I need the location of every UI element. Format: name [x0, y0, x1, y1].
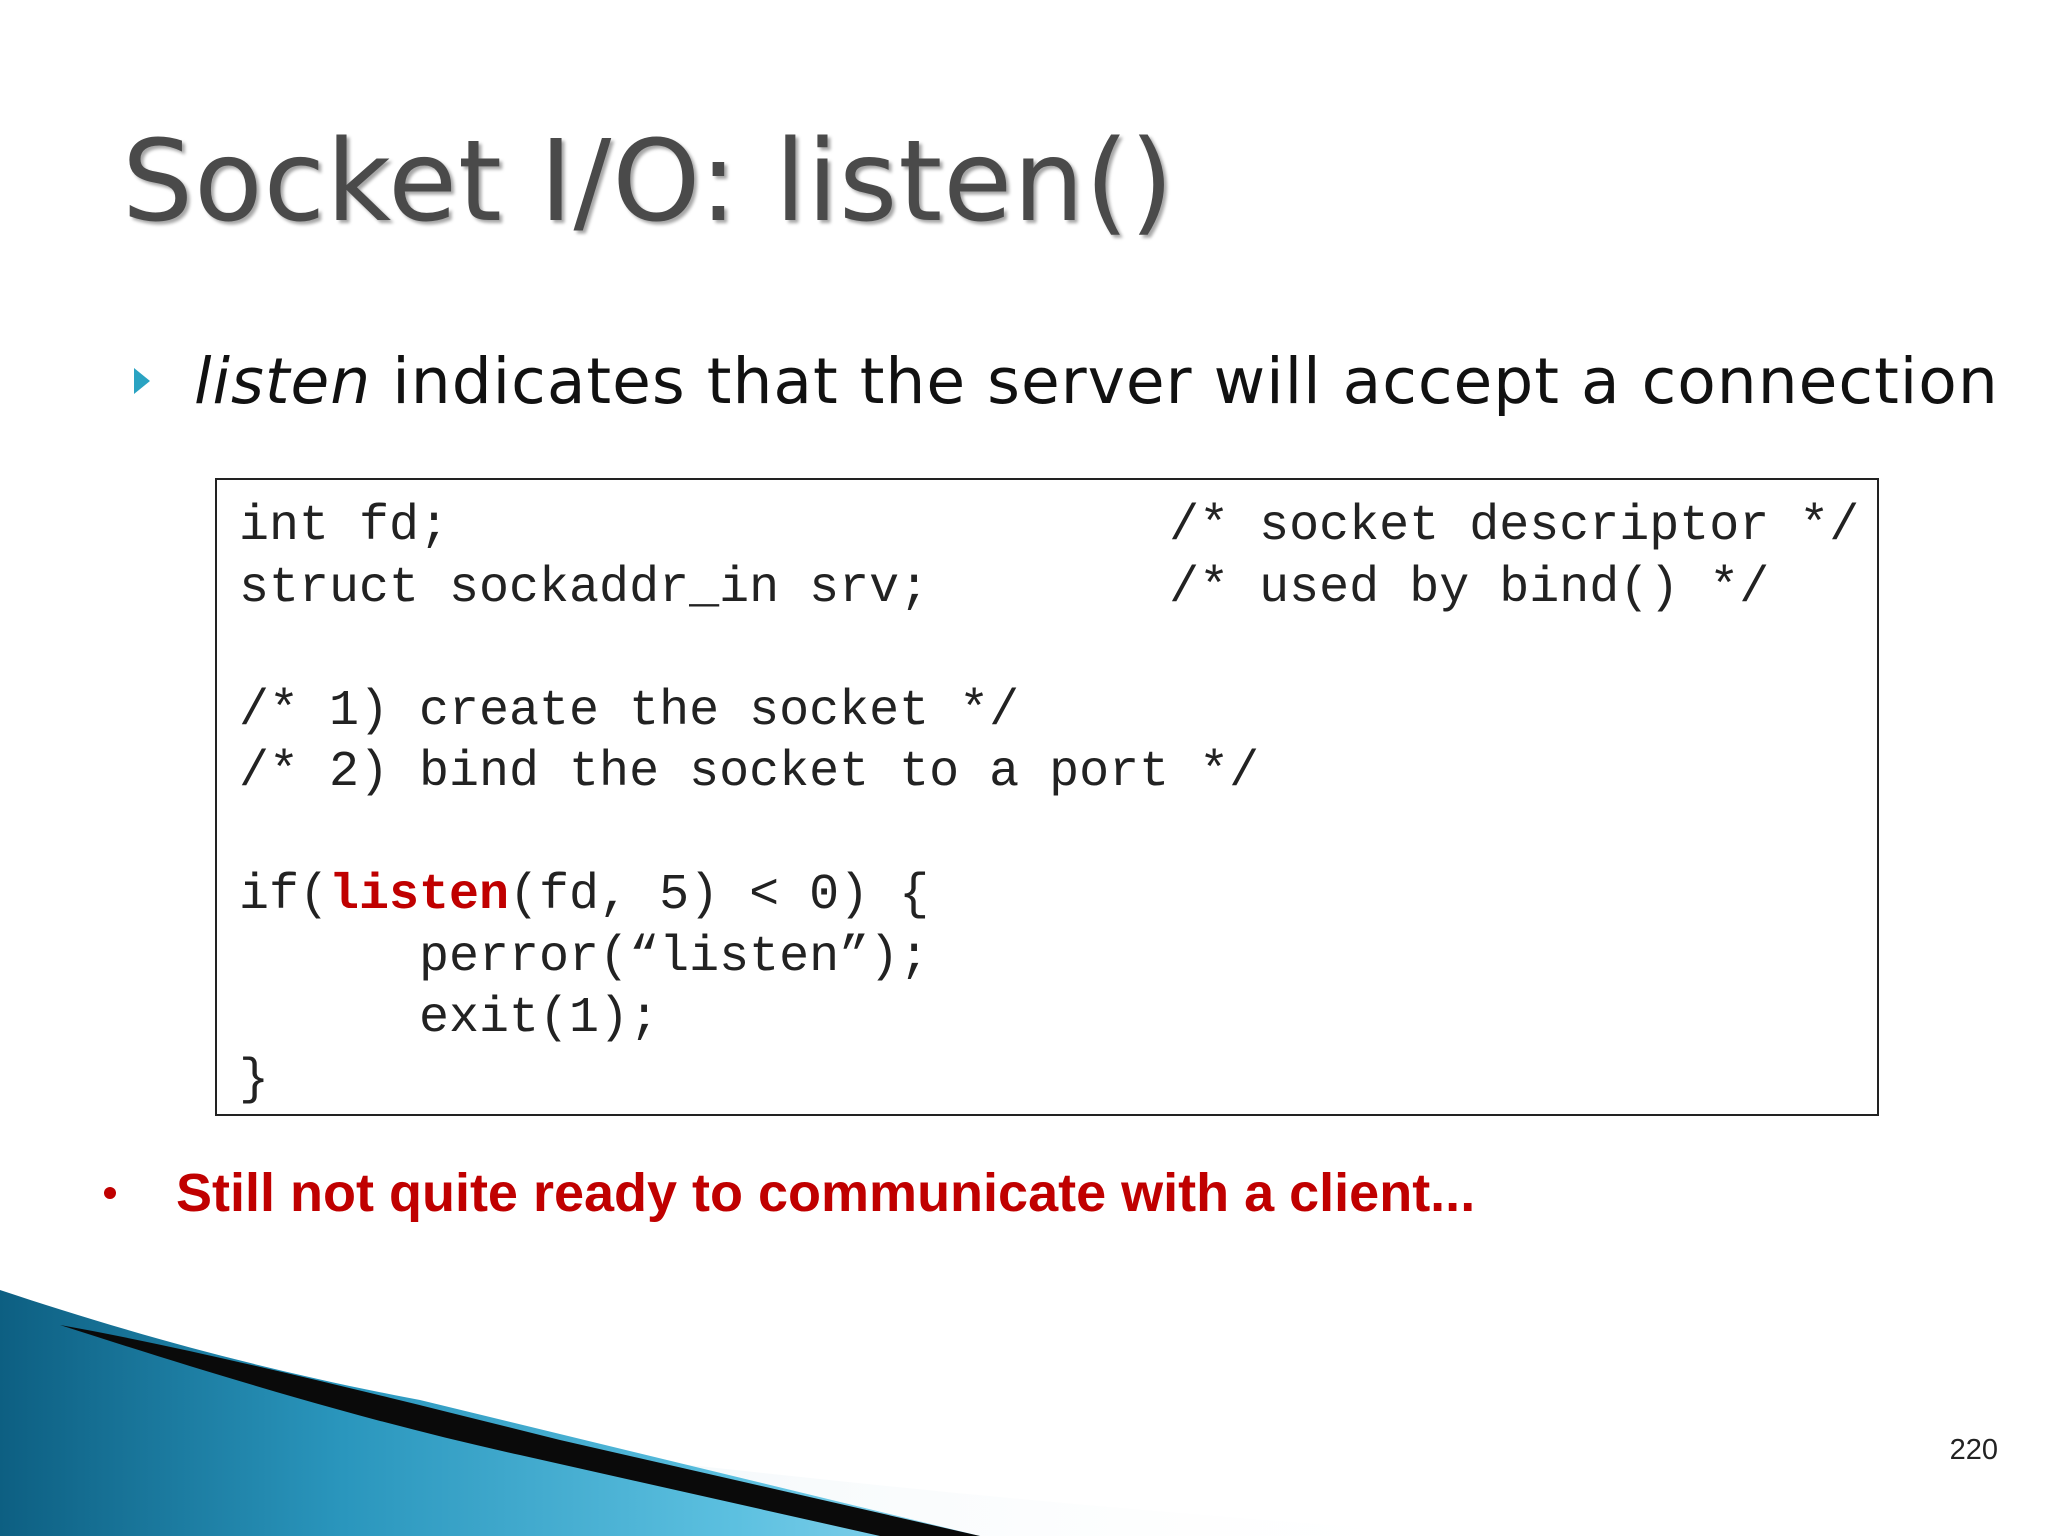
slide-title: Socket I/O: listen() — [122, 117, 1175, 247]
dot-bullet-icon — [104, 1187, 116, 1199]
bullet-point: listen indicates that the server will ac… — [130, 336, 1999, 426]
bullet-keyword: listen — [194, 344, 372, 418]
code-line-listen: if(listen(fd, 5) < 0) { — [239, 867, 929, 924]
bullet-rest: indicates that the server will accept a … — [371, 344, 1999, 418]
page-number: 220 — [1949, 1434, 1998, 1466]
code-line: } — [239, 1051, 270, 1109]
code-text: int fd; /* socket descriptor */ struct s… — [239, 496, 1860, 1111]
code-line: /* 2) bind the socket to a port */ — [239, 744, 1260, 801]
bullet-point-note: Still not quite ready to communicate wit… — [104, 1160, 1475, 1226]
code-block: int fd; /* socket descriptor */ struct s… — [215, 478, 1879, 1116]
code-line: perror(“listen”); — [239, 928, 930, 986]
code-segment: (fd, 5) < 0) { — [509, 867, 930, 924]
bullet-text: listen indicates that the server will ac… — [194, 345, 1999, 418]
code-segment: if( — [239, 867, 330, 924]
code-line: int fd; /* socket descriptor */ — [239, 498, 1860, 555]
triangle-bullet-icon — [134, 368, 150, 394]
note-text: Still not quite ready to communicate wit… — [176, 1163, 1476, 1223]
code-line: struct sockaddr_in srv; /* used by bind(… — [239, 559, 1770, 617]
code-line: /* 1) create the socket */ — [239, 682, 1020, 740]
code-highlight-listen: listen — [329, 867, 510, 924]
code-line: exit(1); — [239, 990, 660, 1047]
